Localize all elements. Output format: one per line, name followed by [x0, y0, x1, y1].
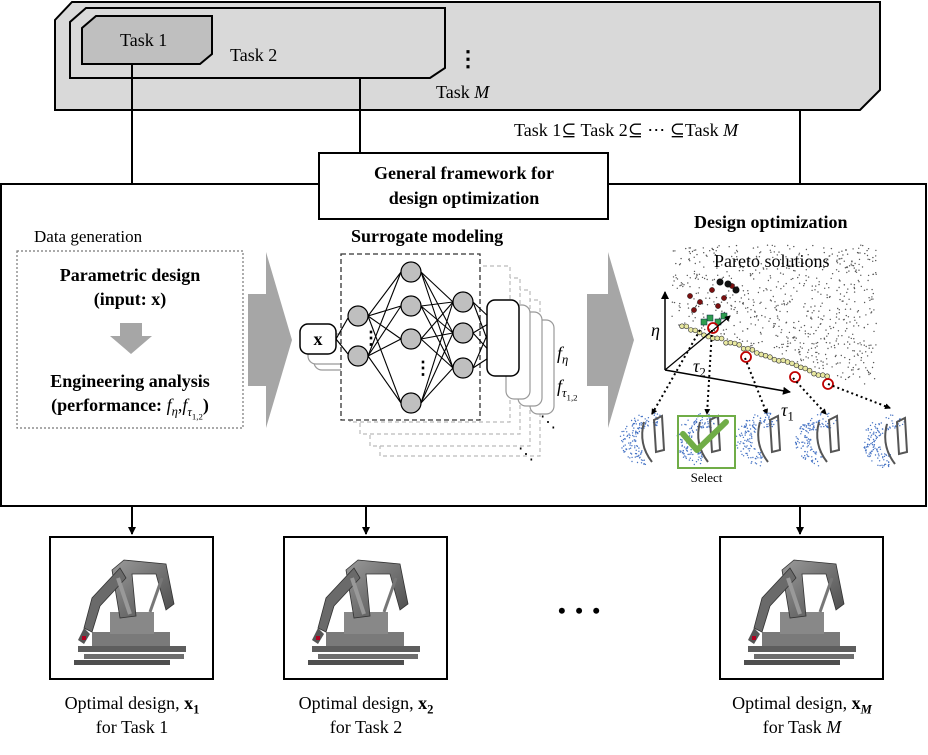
blade-thumbnail — [676, 413, 721, 466]
network-edge — [420, 367, 454, 404]
select-label: Select — [690, 470, 723, 485]
optimal-design-2-line1: Optimal design, x2 — [298, 693, 434, 717]
axis-eta-label: η — [651, 320, 660, 340]
pareto-front — [679, 278, 834, 390]
framework-title-line1: General framework for — [374, 163, 554, 183]
optimal-design-1-line1: Optimal design, x1 — [64, 693, 200, 717]
network-edge — [420, 332, 454, 404]
data-generation-heading: Data generation — [34, 227, 143, 246]
network-node — [400, 328, 422, 350]
network-node — [400, 295, 422, 317]
network-edge — [367, 271, 402, 357]
optimal-design-1-line2: for Task 1 — [95, 717, 169, 737]
axis-tau1-label: τ1 — [781, 400, 794, 424]
network-edge — [420, 271, 454, 303]
blade-thumbnail — [619, 412, 665, 466]
optimal-design-m-line2: for Task M — [762, 717, 842, 737]
network-edge — [367, 355, 402, 404]
optimal-design-2-line2: for Task 2 — [329, 717, 403, 737]
blade-thumbnail — [794, 412, 840, 467]
surrogate-modeling-heading: Surrogate modeling — [351, 226, 504, 246]
network-node — [452, 322, 474, 344]
more-designs-ellipsis: • • • — [558, 598, 603, 623]
network-edge — [420, 305, 454, 334]
network-vdots-2: ⋮ — [414, 358, 432, 378]
output-f-tau: fτ1,2 — [557, 376, 578, 403]
task-1-label: Task 1 — [120, 30, 168, 50]
network-node — [347, 345, 369, 367]
task-vdots: ⋮ — [457, 46, 479, 71]
axis-tau2-label: τ2 — [693, 356, 706, 380]
network-vdots-1: ⋮ — [362, 328, 380, 348]
network-edge — [367, 305, 402, 317]
network-node — [452, 357, 474, 379]
blade-thumbnail — [863, 414, 908, 468]
network-edge — [367, 271, 402, 317]
network-edge — [367, 338, 402, 357]
network-edges — [335, 271, 494, 404]
framework-title-line2: design optimization — [388, 188, 540, 208]
network-node — [400, 392, 422, 414]
task-m-label: Task M — [436, 82, 490, 102]
performance-label: (performance: fη,fτ1,2) — [51, 395, 209, 422]
task-2-label: Task 2 — [230, 45, 278, 65]
network-edge — [420, 301, 454, 340]
network-edge — [420, 332, 454, 340]
network-edge — [367, 315, 402, 404]
network-input-x: x — [313, 329, 323, 349]
network-node — [452, 291, 474, 313]
network-edge — [420, 305, 454, 369]
pareto-solutions-label: Pareto solutions — [714, 251, 830, 271]
network-edge — [367, 315, 402, 340]
engineering-analysis-label: Engineering analysis — [50, 371, 210, 391]
optimal-design-m-line1: Optimal design, xM — [732, 693, 872, 717]
network-edge — [367, 305, 402, 357]
network-node — [400, 261, 422, 283]
output-f-eta: fη — [557, 343, 569, 367]
network-edge — [420, 271, 454, 334]
stack-dots-2: ⋱ — [518, 446, 534, 463]
blade-thumbnail — [735, 412, 781, 467]
parametric-design-label: Parametric design — [59, 265, 201, 285]
network-edge — [420, 301, 454, 404]
blade-thumbnails — [619, 412, 908, 468]
stack-dots-1: ⋱ — [540, 414, 556, 431]
input-x-label: (input: x) — [93, 289, 167, 309]
network-edge — [420, 301, 454, 307]
network-node — [347, 305, 369, 327]
select-check-icon — [680, 419, 729, 453]
task-inclusion-relation: Task 1⊆ Task 2⊆ ⋯ ⊆Task M — [514, 120, 739, 140]
objective-cloud — [671, 244, 877, 385]
design-optimization-heading: Design optimization — [694, 212, 848, 232]
